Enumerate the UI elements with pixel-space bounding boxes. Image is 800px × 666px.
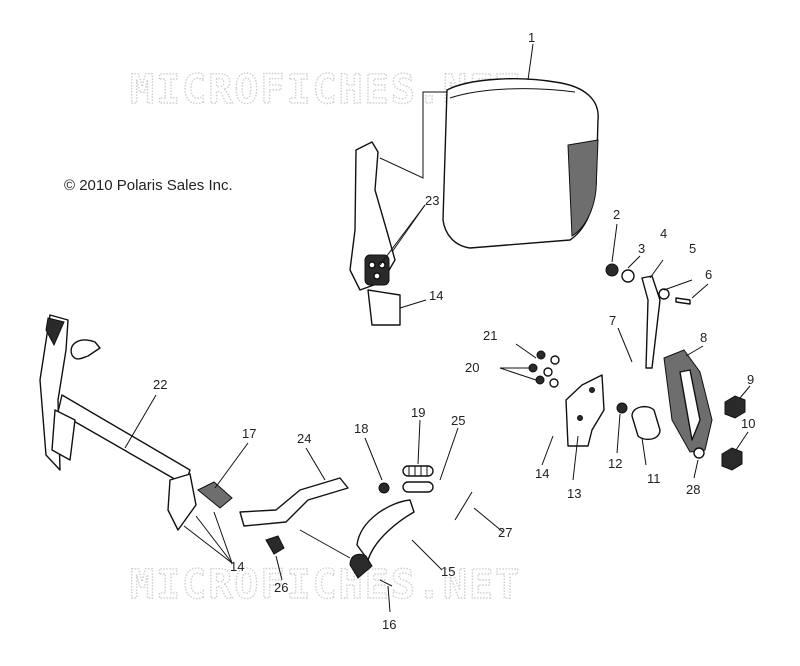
backrest-bracket [349, 141, 401, 326]
callout-9: 9 [747, 372, 754, 387]
callout-22: 22 [153, 377, 167, 392]
callout-18: 18 [354, 421, 368, 436]
part-2-nut [605, 263, 619, 277]
callout-14-b: 14 [429, 288, 443, 303]
part-22-main-tube [39, 314, 197, 531]
part-17-grip [197, 481, 233, 509]
part-3-washer [621, 269, 635, 283]
callout-8: 8 [700, 330, 707, 345]
callout-14-c: 14 [230, 559, 244, 574]
part-15-cover [356, 499, 415, 561]
part-13-mount-plate [565, 374, 605, 447]
part-19-spring [402, 465, 434, 477]
callout-17: 17 [242, 426, 256, 441]
callout-19: 19 [411, 405, 425, 420]
callout-23: 23 [425, 193, 439, 208]
part-9-knob [724, 395, 746, 419]
callout-13: 13 [567, 486, 581, 501]
callout-12: 12 [608, 456, 622, 471]
leader-lines [124, 43, 751, 613]
callout-16: 16 [382, 617, 396, 632]
part-18-cap [378, 482, 390, 494]
part-12-nut [616, 402, 628, 414]
part-6-bolt [675, 297, 691, 305]
watermark-bottom: MICROFICHES.NET [130, 562, 521, 608]
part-26-clip [265, 535, 285, 555]
callout-25: 25 [451, 413, 465, 428]
part-24-handle [239, 477, 349, 527]
callout-6: 6 [705, 267, 712, 282]
part-4-strap [641, 275, 661, 369]
copyright-text: © 2010 Polaris Sales Inc. [64, 177, 233, 194]
callout-26: 26 [274, 580, 288, 595]
callout-3: 3 [638, 241, 645, 256]
part-11-spacer [631, 405, 661, 441]
part-27-pin [454, 491, 473, 521]
callout-24: 24 [297, 431, 311, 446]
callout-10: 10 [741, 416, 755, 431]
callout-labels: 1 2 3 4 5 6 7 8 9 10 11 12 13 14 14 14 1… [153, 30, 755, 632]
part-16-screw [379, 579, 393, 587]
callout-14-a: 14 [535, 466, 549, 481]
backrest-pad [442, 78, 599, 249]
part-25-rod [402, 481, 434, 493]
callout-28: 28 [686, 482, 700, 497]
callout-2: 2 [613, 207, 620, 222]
callout-21: 21 [483, 328, 497, 343]
callout-7: 7 [609, 313, 616, 328]
callout-20: 20 [465, 360, 479, 375]
leader-line-bracket [379, 91, 447, 179]
callout-1: 1 [528, 30, 535, 45]
callout-11: 11 [647, 471, 661, 486]
parts-20-21-hardware [528, 350, 560, 388]
callout-27: 27 [498, 525, 512, 540]
callout-15: 15 [441, 564, 455, 579]
part-5-washer [658, 288, 670, 300]
part-28-washer [693, 447, 705, 459]
part-10-knob [721, 447, 743, 471]
callout-4: 4 [660, 226, 667, 241]
callout-5: 5 [689, 241, 696, 256]
